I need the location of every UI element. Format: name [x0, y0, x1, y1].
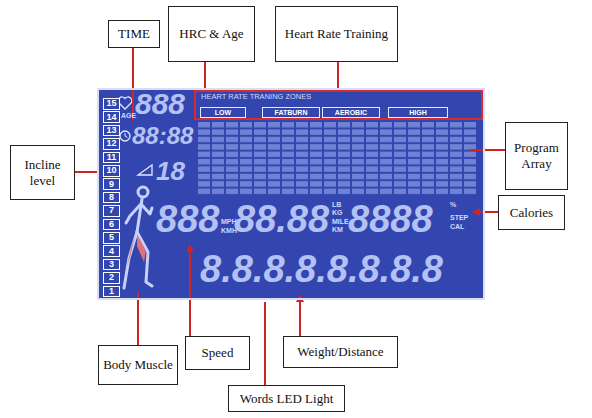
level-box: 10 [103, 165, 120, 177]
muscle-highlight [127, 236, 135, 266]
unit-label: MILE [332, 218, 349, 225]
node-text: HIGH [409, 109, 427, 116]
node-text: Words LED Light [240, 391, 334, 407]
display-ground [97, 88, 485, 300]
segment-digits: 88.88 [234, 200, 329, 238]
level-box: 14 [103, 111, 120, 123]
leader-arrow [189, 246, 191, 336]
node-text: Incline level [14, 157, 71, 188]
node-text: 5 [109, 233, 114, 242]
node-text: HRC & Age [179, 26, 243, 42]
muscle-highlight [137, 234, 146, 262]
level-box: 5 [103, 232, 120, 244]
level-box: 8 [103, 192, 120, 204]
node-text: 1 [109, 287, 114, 296]
unit-label: STEP [450, 214, 468, 221]
level-box: 15 [103, 98, 120, 110]
node-text: 12 [106, 139, 116, 148]
leader-line [204, 62, 206, 91]
level-box: 11 [103, 152, 120, 164]
zone-heading: HEART RATE TRANING ZONES [201, 93, 311, 101]
unit-label: LB [332, 201, 341, 208]
unit-label: AGE [121, 112, 136, 119]
callout-box: TIME [108, 20, 160, 48]
heart-icon [118, 97, 131, 109]
callout-box: Body Muscle [98, 345, 178, 385]
level-box: 1 [103, 286, 120, 298]
node-text: FATBURN [275, 109, 308, 116]
node-text: Weight/Distance [297, 344, 383, 360]
callout-box: Program Array [505, 122, 568, 190]
incline-icon [138, 165, 152, 175]
node-text: 14 [106, 113, 116, 122]
node-text: 7 [109, 206, 114, 215]
unit-label: CAL [450, 223, 464, 230]
level-box: 9 [103, 178, 120, 190]
level-box: 2 [103, 272, 120, 284]
node-text: Program Array [509, 140, 564, 171]
zone-box: LOW [200, 107, 246, 118]
callout-box: HRC & Age [168, 6, 255, 62]
callout-box: Weight/Distance [283, 336, 398, 368]
node-text: 2 [109, 273, 114, 282]
callout-box: Incline level [10, 145, 75, 200]
clock-hands [125, 133, 128, 138]
leader-line [264, 302, 266, 385]
node-text: Heart Rate Training [285, 26, 388, 42]
node-text: Calories [510, 205, 553, 221]
node-text: 13 [106, 126, 116, 135]
leader-line [470, 149, 505, 151]
runner-figure [124, 187, 152, 288]
node-text: 15 [106, 99, 116, 108]
segment-digits: 888 [135, 89, 185, 119]
unit-label: % [450, 201, 456, 208]
node-text: 4 [109, 247, 114, 256]
level-box: 6 [103, 219, 120, 231]
node-text: 10 [106, 166, 116, 175]
zone-box: AEROBIC [322, 107, 380, 118]
node-text: Speed [202, 345, 234, 361]
word-segments: 8.8.8.8.8.8.8.8 [200, 250, 443, 288]
leader-arrow [474, 211, 498, 213]
leader-arrow [299, 296, 301, 336]
node-text: 6 [109, 220, 114, 229]
segment-digits: 8888 [348, 200, 433, 238]
clock-icon [120, 131, 130, 141]
node-text: AEROBIC [335, 109, 367, 116]
leader-line [132, 48, 134, 121]
node-text: 3 [109, 260, 114, 269]
unit-label: KG [332, 209, 343, 216]
zone-box: FATBURN [262, 107, 320, 118]
segment-digits: 888 [156, 200, 219, 238]
node-text: 8 [109, 193, 114, 202]
leader-line [337, 62, 339, 91]
zone-outline [195, 91, 482, 119]
leader-line [75, 171, 97, 173]
node-text: Body Muscle [103, 357, 173, 373]
level-box: 7 [103, 205, 120, 217]
callout-box: Words LED Light [228, 385, 345, 412]
segment-digits: 88:88 [132, 124, 193, 148]
callout-box: Heart Rate Training [275, 6, 398, 62]
segment-digits: 18 [156, 158, 185, 184]
callout-box: Speed [185, 336, 250, 370]
program-grid [198, 122, 478, 196]
zone-box: HIGH [388, 107, 448, 118]
node-text: 9 [109, 180, 114, 189]
unit-label: KM [332, 226, 343, 233]
level-box: 13 [103, 125, 120, 137]
node-text: TIME [118, 26, 150, 42]
level-box: 4 [103, 245, 120, 257]
callout-box: Calories [498, 195, 565, 230]
node-text: LOW [215, 109, 231, 116]
level-box: 3 [103, 259, 120, 271]
node-text: 11 [107, 153, 117, 162]
level-box: 12 [103, 138, 120, 150]
